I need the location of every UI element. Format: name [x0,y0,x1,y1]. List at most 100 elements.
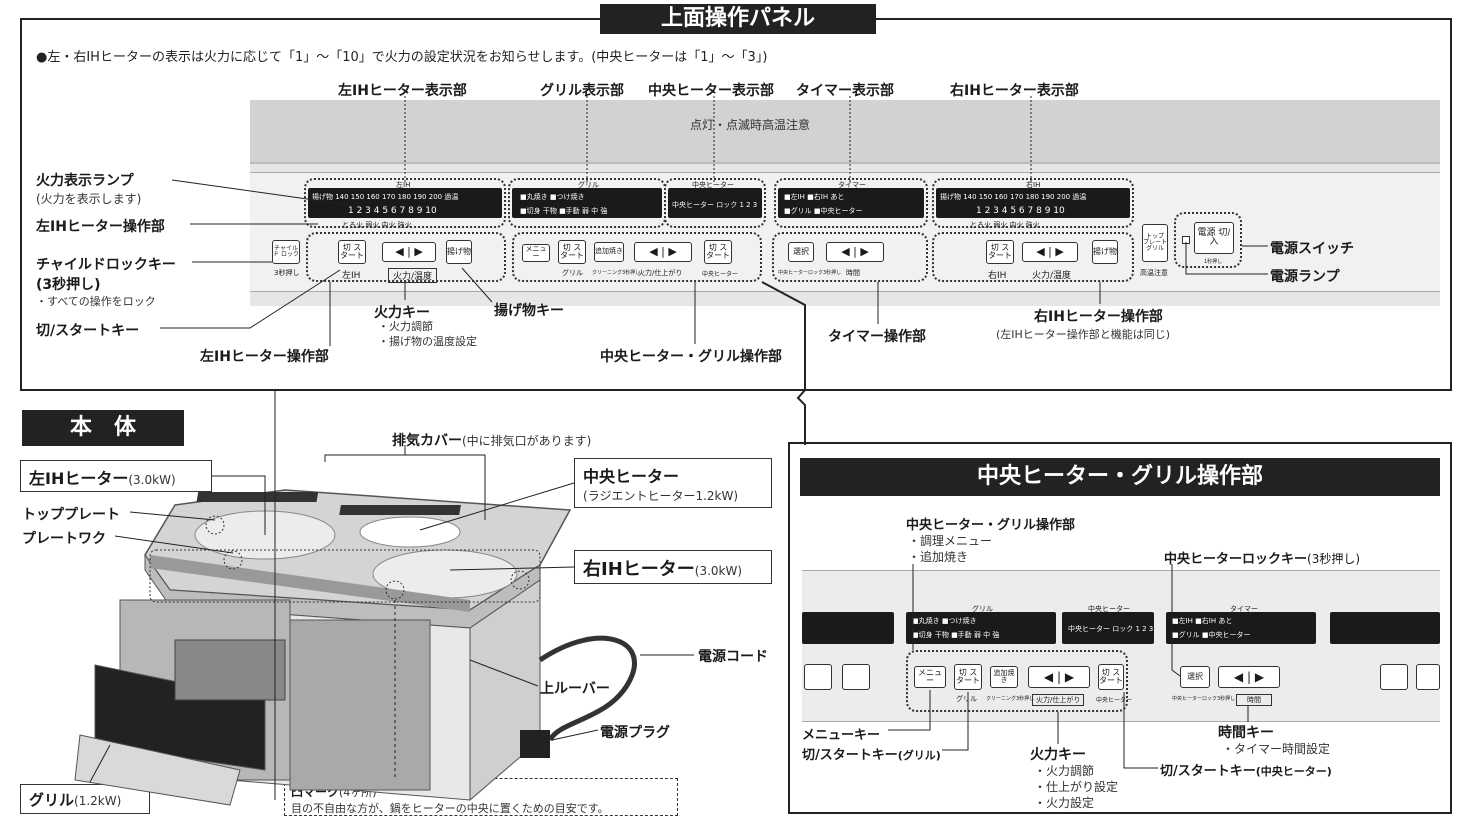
cp-timer-row1: ■左IH ■右IH あと [1172,617,1233,625]
center-power-arrows[interactable]: ◀ | ▶ [634,242,692,262]
cp-panel-zoom [802,570,1440,722]
add-bake-button[interactable]: 追加焼き [594,242,624,262]
cp-power-note-1: ・火力調節 [1034,764,1095,778]
left-start-button[interactable]: 切 スタート [338,240,366,264]
cp-grill-row2: ■切身 干物 ■手動 弱 中 強 [912,631,1000,639]
cp-center-label: 中央ヒーター [1096,697,1133,704]
center-row: 中央ヒーター ロック 1 2 3 [672,201,758,209]
timer-display-title: タイマー [838,181,866,189]
lock-note: 中央ヒーターロック3秒押し [778,270,842,276]
cp-cleaning-label: クリーニング3秒押し [986,696,1035,702]
grill-start-button[interactable]: 切 スタート [558,240,586,264]
body-left-ih: 左IHヒーター [29,469,129,488]
left-power-arrows[interactable]: ◀ | ▶ [382,242,436,262]
cp-timer-row2: ■グリル ■中央ヒーター [1172,631,1251,639]
center-heater-display-title: 中央ヒーター [692,181,734,189]
center-start-button[interactable]: 切 スタート [704,240,732,264]
cp-menu-button[interactable]: メニュー [914,666,946,688]
grill-row2: ■切身 干物 ■手動 弱 中 強 [520,207,608,215]
timer-row1: ■左IH ■右IH あと [784,193,845,201]
left-power-temp-label: 火力/温度 [388,268,438,283]
cp-ops-label: 中央ヒーター・グリル操作部 [906,518,1076,533]
bump-mark-note: 目の不自由な方が、鍋をヒーターの中央に置くための目安です。 [291,802,609,815]
label-power-lamp: 電源ランプ [1270,269,1340,285]
body-grill-box: グリル(1.2kW) [20,784,150,814]
body-center-heater-sub: (ラジエントヒーター1.2kW) [583,489,739,503]
cp-power-arrows[interactable]: ◀ | ▶ [1028,666,1090,688]
center-grill-ops-outline [512,232,762,282]
cp-add-bake-button[interactable]: 追加焼き [990,666,1018,688]
body-right-ih-kw: (3.0kW) [694,564,743,578]
cp-start-center-sub: (中央ヒーター) [1255,765,1332,778]
left-ih-levels: 1 2 3 4 5 6 7 8 9 10 [348,206,437,216]
panel-glass-top [250,100,1440,164]
body-right-ih: 右IHヒーター [583,559,695,580]
cp-start-grill-label: 切/スタートキー(グリル) [802,744,941,763]
cp-ops-outline [906,650,1128,712]
label-fry-key: 揚げ物キー [494,303,564,319]
center-heater-display [668,188,762,218]
cp-right-btn-b[interactable] [1416,664,1440,690]
cp-grill-start-button[interactable]: 切 スタート [954,664,982,690]
grill-btn-label: グリル [562,269,583,277]
cp-left-btn-b[interactable] [842,664,870,690]
left-ops-outline [306,232,506,282]
timer-arrows[interactable]: ◀ | ▶ [826,242,884,262]
body-left-ih-box: 左IHヒーター(3.0kW) [20,460,212,492]
right-ih-display [936,188,1130,218]
cp-center-row: 中央ヒーター ロック 1 2 3 [1068,625,1154,633]
cp-time-label: 時間 [1236,694,1272,706]
panel-caution-text: 点灯・点滅時高温注意 [690,118,811,132]
left-display-outline [304,178,506,228]
cp-left-btn-a[interactable] [804,664,832,690]
cp-select-button[interactable]: 選択 [1180,666,1210,688]
left-fry-button[interactable]: 揚げ物 [446,240,472,264]
right-ih-display-title: 右IH [1026,181,1041,189]
right-start-button[interactable]: 切 スタート [986,240,1014,264]
body-exhaust-label: 排気カバー(中に排気口があります) [392,430,591,450]
label-child-lock-sub: (3秒押し) [36,277,101,293]
center-panel-frame [788,442,1452,814]
menu-button[interactable]: メニュー [522,244,550,262]
timer-row2: ■グリル ■中央ヒーター [784,207,863,215]
right-ih-levels: 1 2 3 4 5 6 7 8 9 10 [976,206,1065,216]
label-right-ops-sub: (左IHヒーター操作部と機能は同じ) [996,328,1171,341]
left-ih-display [308,188,502,218]
cp-timer-arrows[interactable]: ◀ | ▶ [1218,666,1280,688]
right-fry-button[interactable]: 揚げ物 [1092,240,1118,264]
label-child-lock: チャイルドロックキー [36,257,176,273]
cp-lock-key: 中央ヒーターロックキー [1164,552,1308,567]
power-switch-outline [1174,212,1242,268]
label-power-switch: 電源スイッチ [1270,241,1354,257]
power-button[interactable]: 電源 切/入 [1194,222,1234,254]
top-panel-title: 上面操作パネル [600,4,876,34]
label-power-lamp-indicator: 火力表示ランプ [36,173,134,189]
select-button[interactable]: 選択 [788,242,814,262]
label-start-key: 切/スタートキー [36,323,140,339]
time-btn-label: 時間 [846,269,860,277]
right-power-temp-label: 火力/温度 [1032,271,1072,281]
top-panel-note: ●左・右IHヒーターの表示は火力に応じて「1」～「10」で火力の設定状況をお知ら… [36,50,768,65]
cp-timer-title: タイマー [1230,605,1258,613]
high-temp-label: 高温注意 [1140,269,1168,277]
body-power-cord: 電源コード [698,649,768,665]
cp-start-grill-sub: (グリル) [897,749,941,762]
label-power-key-note-2: ・揚げ物の温度設定 [378,335,477,348]
top-plate-grill-button[interactable]: トップ プレート グリル [1142,224,1168,262]
cp-ops-note-1: ・調理メニュー [908,534,993,548]
child-lock-button[interactable]: チャイルド ロック [272,240,300,264]
cp-right-btn-a[interactable] [1380,664,1408,690]
body-left-ih-kw: (3.0kW) [128,473,176,487]
finish-label: 火力/仕上がり [638,269,683,277]
right-ops-outline [932,232,1134,282]
label-right-ops: 右IHヒーター操作部 [1034,309,1163,325]
body-right-ih-box: 右IHヒーター(3.0kW) [574,550,772,584]
right-ih-btn-label: 右IH [988,271,1007,281]
left-ih-display-title: 左IH [396,181,411,189]
cp-center-start-button[interactable]: 切 スタート [1098,664,1124,690]
label-left-display: 左IHヒーター表示部 [338,83,467,99]
right-power-arrows[interactable]: ◀ | ▶ [1022,242,1078,262]
label-left-ops-bottom: 左IHヒーター操作部 [200,349,329,365]
cp-power-key-label: 火力キー [1030,747,1086,763]
